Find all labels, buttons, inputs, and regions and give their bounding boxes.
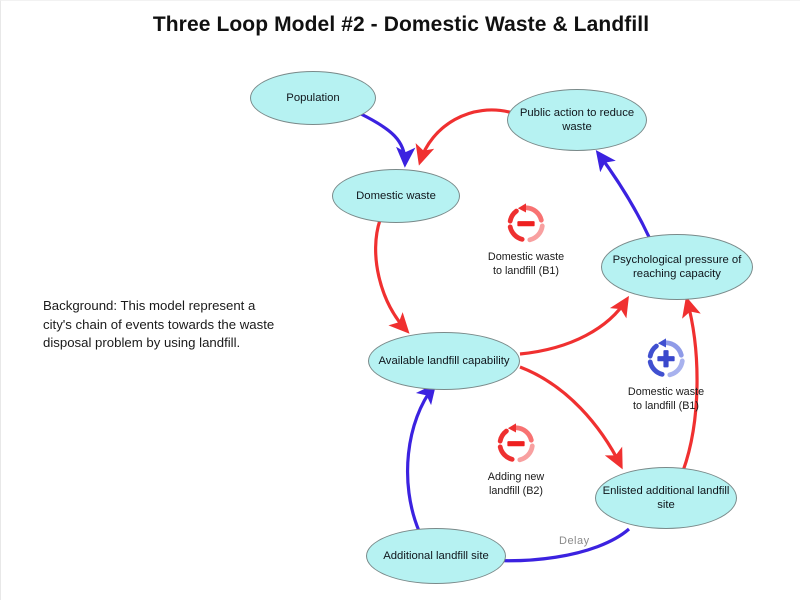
node-domestic-waste[interactable]: Domestic waste [332, 169, 460, 223]
node-label: Population [286, 91, 340, 104]
node-psychological-pressure[interactable]: Psychological pressure of reaching capac… [601, 234, 753, 300]
link-public-action-to-domestic-waste [415, 108, 514, 166]
node-label: Enlisted additional landfill site [602, 484, 730, 511]
loop-badge-b2-minus: Adding new landfill (B2) [446, 421, 586, 498]
loop-badge-b1-plus: Domestic waste to landfill (B1) [596, 336, 736, 413]
circular-arrow-plus-icon [647, 338, 685, 378]
circular-arrow-minus-icon [497, 423, 535, 463]
node-population[interactable]: Population [250, 71, 376, 125]
node-available-landfill-capability[interactable]: Available landfill capability [368, 332, 520, 390]
link-psychological-pressure-to-public-action [595, 149, 651, 238]
circular-arrow-minus-icon [507, 203, 545, 243]
node-additional-landfill-site[interactable]: Additional landfill site [366, 528, 506, 584]
edge-label-delay: Delay [559, 535, 590, 547]
node-public-action[interactable]: Public action to reduce waste [507, 89, 647, 151]
loop-label: Domestic waste to landfill (B1) [627, 386, 705, 413]
node-label: Available landfill capability [378, 354, 510, 367]
loop-badge-b1-minus: Domestic waste to landfill (B1) [456, 201, 596, 278]
node-label: Domestic waste [356, 189, 436, 202]
loop-label: Domestic waste to landfill (B1) [487, 251, 565, 278]
loop-label: Adding new landfill (B2) [487, 471, 545, 498]
link-population-to-domestic-waste [360, 112, 416, 168]
node-label: Psychological pressure of reaching capac… [612, 253, 742, 280]
link-additional-site-to-available-landfill [405, 383, 437, 532]
background-note: Background: This model represent a city'… [43, 298, 275, 351]
node-enlisted-additional-landfill-site[interactable]: Enlisted additional landfill site [595, 467, 737, 529]
node-label: Additional landfill site [383, 549, 489, 562]
node-label: Public action to reduce waste [519, 106, 635, 133]
link-domestic-waste-to-available-landfill [374, 219, 410, 334]
page-title: Three Loop Model #2 - Domestic Waste & L… [152, 13, 650, 36]
